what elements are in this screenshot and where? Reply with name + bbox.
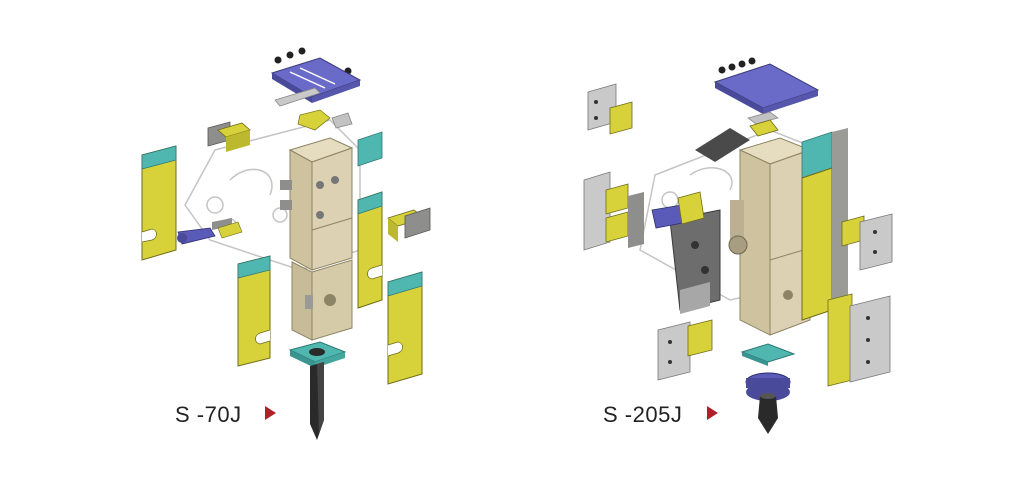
exploded-view-s70j	[141, 47, 431, 440]
right-side-pads	[841, 213, 893, 271]
exploded-view-s205j	[583, 57, 893, 434]
breaker-diagram-s70j: S -70J	[120, 0, 450, 477]
model-label-s70j: S -70J	[175, 402, 242, 427]
left-pad-stack	[583, 171, 644, 251]
right-side-pads	[387, 207, 431, 242]
arrow-right-icon[interactable]	[707, 406, 718, 420]
front-head-collar	[740, 343, 796, 401]
top-cover-plate	[270, 57, 362, 103]
right-middle-plate	[357, 191, 383, 309]
breaker-diagram-s205j: S -205J	[570, 0, 910, 477]
right-upper-plate	[357, 131, 383, 167]
link-pin	[177, 218, 243, 245]
arrow-right-icon[interactable]	[265, 406, 276, 420]
breaker-body	[280, 137, 354, 341]
chisel-tool	[310, 362, 324, 440]
left-lower-plate	[237, 255, 271, 367]
upper-left-pads	[587, 83, 633, 135]
chisel-tool	[758, 393, 778, 434]
model-label-s205j: S -205J	[603, 402, 683, 427]
right-side-plate	[801, 128, 848, 321]
upper-clamp	[747, 111, 779, 137]
upper-left-pads	[207, 121, 251, 152]
lower-left-pad-stack	[657, 282, 713, 381]
link-pin	[651, 191, 705, 229]
upper-clamp	[274, 87, 353, 131]
top-cover-plate	[713, 63, 820, 114]
lower-right-pad-stack	[827, 293, 891, 387]
right-lower-plate	[387, 271, 423, 385]
left-side-plate	[141, 145, 177, 261]
breaker-body	[728, 137, 812, 336]
